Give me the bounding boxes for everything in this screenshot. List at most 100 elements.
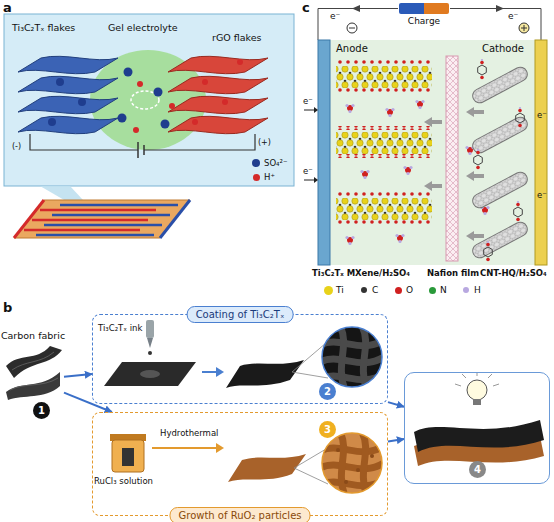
panel-c-art (336, 88, 432, 92)
panel-c-art (336, 66, 432, 88)
panel-b-art (473, 399, 481, 405)
panel-b-art (294, 449, 326, 468)
panel-a-art (124, 68, 133, 77)
panel-c-art (395, 234, 404, 243)
legend-swatch (252, 159, 260, 167)
panel-b-art (370, 454, 374, 458)
panel-b-art (6, 320, 544, 496)
panel-c-art (466, 231, 484, 241)
panel-c-art (336, 132, 432, 154)
panel-a-art (118, 114, 127, 123)
panel-a-art (137, 142, 139, 158)
panel-c-art (470, 65, 530, 106)
legend-text: Ti (336, 284, 344, 296)
panel-a-art (14, 200, 190, 238)
panel-b-art (147, 338, 153, 348)
panel-a-art (133, 127, 139, 133)
panel-c-art (470, 220, 530, 261)
panel-c-art (304, 180, 314, 181)
panel-a-art (202, 79, 208, 85)
step-number: 1 (33, 402, 50, 419)
panel-b-art (6, 346, 62, 378)
panel-b-art (462, 374, 466, 378)
panel-c-art (352, 5, 360, 12)
panel-c-art (336, 220, 432, 224)
panel-a-art (168, 76, 268, 93)
panel-c-art (470, 220, 530, 261)
panel-a-art (60, 204, 178, 207)
panel-c-art (336, 60, 432, 64)
legend-swatch (463, 287, 469, 293)
panel-c-art (385, 108, 394, 117)
electron-label: e⁻ (303, 96, 313, 106)
material-label: RuCl₃ solution (94, 476, 153, 486)
panel-c-art (474, 149, 483, 169)
panel-c-art (403, 166, 412, 175)
panel-c-art (314, 177, 318, 183)
panel-c-art (484, 241, 493, 261)
component-label: CNT-HQ/H₂SO₄ (480, 268, 547, 278)
panel-b-art (292, 343, 326, 372)
panel-b-art (362, 326, 367, 390)
process-arrow (388, 402, 404, 407)
legend-text: O (406, 284, 413, 296)
panel-b-art (112, 440, 144, 472)
panel-c-art (466, 107, 484, 117)
panel-c-art (470, 170, 530, 211)
panel-b-art (320, 357, 384, 363)
panel-a-art (4, 14, 294, 238)
panel-c-art (336, 192, 432, 196)
panel-c-art (470, 115, 530, 156)
process-arrow (64, 393, 112, 412)
panel-b-art (320, 463, 384, 469)
polarity-label: (-) (12, 142, 21, 151)
panel-c-art (345, 104, 354, 113)
panel-a-art (18, 56, 118, 73)
panel-c-art (470, 170, 530, 211)
panel-b-art (340, 326, 345, 390)
step-number: 2 (319, 383, 336, 400)
electron-label: e⁻ (303, 166, 313, 176)
panel-a-art (168, 56, 268, 73)
panel-a-art (192, 119, 198, 125)
panel-b-art (148, 351, 152, 355)
panel-c-art (535, 40, 547, 265)
panel-c-art (446, 56, 458, 261)
panel-b-art (344, 480, 348, 484)
component-label: Ti₃C₂Tₓ MXene/H₂SO₄ (312, 268, 410, 278)
legend-text: N (440, 284, 447, 296)
panel-c-art (466, 171, 484, 181)
panel-c-art (347, 23, 357, 33)
battery-cell (399, 3, 449, 14)
panel-c-art (318, 40, 330, 265)
panel-b-art (152, 447, 216, 449)
panel-b-art (493, 384, 499, 386)
process-title: Growth of RuO₂ particles (169, 507, 310, 522)
panel-a-art (32, 219, 148, 222)
electron-label: e⁻ (537, 110, 547, 120)
part-label: Gel electrolyte (108, 22, 177, 33)
panel-b-art (467, 380, 487, 400)
polarity-label: (+) (258, 138, 271, 147)
panel-b-art (414, 420, 544, 452)
panel-a-art (36, 234, 154, 237)
electron-label: e⁻ (330, 11, 340, 21)
battery-node: Charge (396, 1, 452, 33)
panel-b-art (320, 340, 384, 346)
panel-c-art (330, 40, 535, 265)
panel-c-art (336, 126, 432, 130)
panel-b-art (320, 326, 384, 390)
step-number-text: 4 (469, 461, 486, 478)
component-label: Nafion film (427, 268, 479, 278)
legend-text: C (372, 284, 378, 296)
panel-a-art (4, 14, 294, 186)
step-number-text: 2 (319, 383, 336, 400)
panel-letter: a (3, 0, 12, 15)
panel-a-art (222, 99, 228, 105)
panel-b-art (320, 432, 384, 496)
part-label: rGO flakes (212, 32, 262, 43)
panel-c-art (514, 201, 523, 221)
panel-c-art (314, 107, 318, 113)
